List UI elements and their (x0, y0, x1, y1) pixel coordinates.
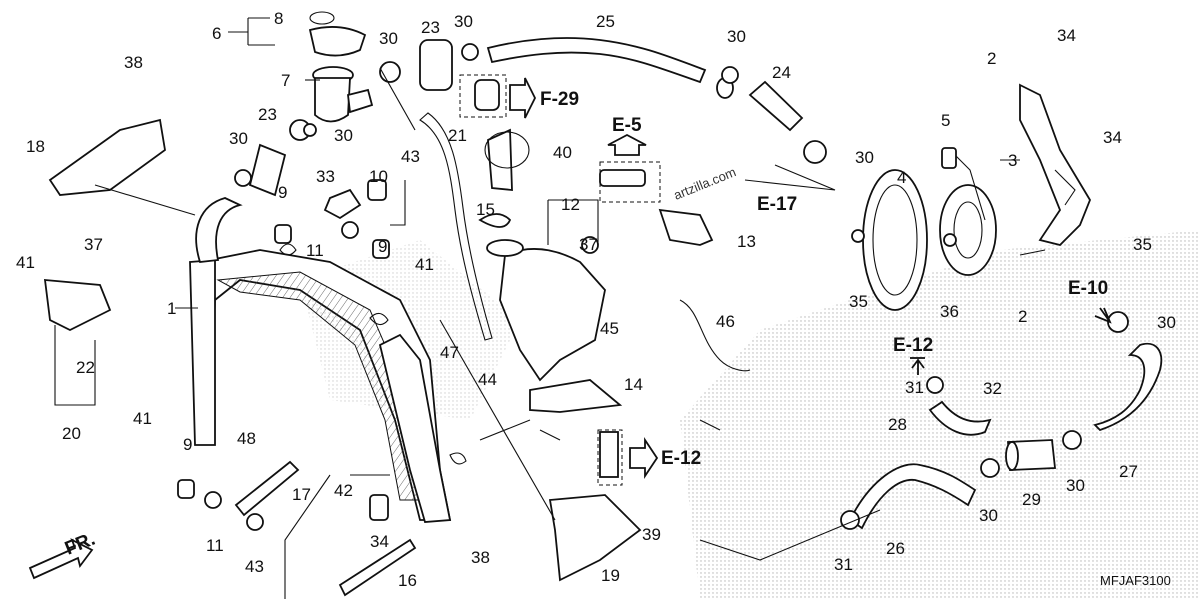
ref-label-e5: E-5 (612, 115, 642, 136)
part-label-43a: 43 (401, 147, 420, 166)
hardware-parts (43, 43, 1129, 597)
part-label-38a: 38 (124, 53, 143, 72)
part-label-2a: 2 (987, 49, 996, 68)
front-label: FR. (62, 529, 98, 560)
hoses-upper (248, 37, 804, 341)
part-label-41a: 41 (415, 255, 434, 274)
fan-assembly (862, 147, 997, 311)
watermark: artzilla.com (672, 164, 739, 203)
part-label-24: 24 (772, 63, 791, 82)
part-label-7: 7 (281, 71, 290, 90)
part-label-29: 29 (1022, 490, 1041, 509)
part-number-labels: 1 2 2 3 4 5 6 7 8 9 9 9 10 11 11 12 13 1… (16, 9, 1176, 590)
ref-label-f29: F-29 (540, 89, 579, 110)
part-label-15: 15 (476, 200, 495, 219)
part-label-30g: 30 (1157, 313, 1176, 332)
part-label-35b: 36 (940, 302, 959, 321)
part-label-22: 22 (76, 358, 95, 377)
part-label-44: 45 (600, 319, 619, 338)
part-label-9c: 9 (183, 435, 192, 454)
part-label-8: 8 (274, 9, 283, 28)
radiator (189, 197, 467, 523)
ref-label-e17: E-17 (757, 194, 797, 215)
part-label-35a: 35 (849, 292, 868, 311)
part-label-30j: 31 (834, 555, 853, 574)
part-label-26: 26 (886, 539, 905, 558)
part-label-37b: 38 (471, 548, 490, 567)
part-label-6: 6 (212, 24, 221, 43)
part-label-30c: 30 (727, 27, 746, 46)
part-label-32: 33 (316, 167, 335, 186)
leader-lines (54, 17, 1046, 599)
part-label-30d: 30 (334, 126, 353, 145)
part-label-34b: 34 (1103, 128, 1122, 147)
part-label-30f: 30 (855, 148, 874, 167)
part-label-19: 19 (601, 566, 620, 585)
part-label-11b: 11 (206, 536, 224, 555)
filler-neck (308, 11, 374, 123)
part-label-18: 18 (26, 137, 45, 156)
part-label-42: 43 (245, 557, 264, 576)
part-label-21: 21 (448, 126, 467, 145)
part-label-9a: 9 (278, 183, 287, 202)
part-label-43b: 44 (478, 370, 497, 389)
part-label-30h: 30 (1066, 476, 1085, 495)
fan-bracket (1019, 83, 1092, 246)
diagram-code: MFJAF3100 (1100, 573, 1171, 588)
part-label-45: 46 (716, 312, 735, 331)
part-label-1: 1 (167, 299, 176, 318)
part-label-34c: 35 (1133, 235, 1152, 254)
part-label-25: 25 (596, 12, 615, 31)
part-label-23b: 23 (258, 105, 277, 124)
part-label-47: 48 (237, 429, 256, 448)
part-label-39: 40 (553, 143, 572, 162)
part-label-4: 4 (897, 168, 906, 187)
reference-arrows (28, 77, 1112, 580)
part-label-37a: 37 (84, 235, 103, 254)
part-label-36: 37 (579, 235, 598, 254)
part-label-46: 47 (440, 343, 459, 362)
part-label-10: 10 (369, 167, 388, 186)
part-label-34a: 34 (1057, 26, 1076, 45)
hoses-lower (848, 342, 1163, 530)
ref-label-e12-right: E-12 (893, 335, 933, 356)
part-label-41c: 42 (334, 481, 353, 500)
part-label-40: 41 (16, 253, 35, 272)
part-label-16: 16 (398, 571, 417, 590)
part-label-30b: 30 (454, 12, 473, 31)
reservoir-tank (478, 213, 623, 413)
part-label-9b: 9 (378, 237, 387, 256)
part-label-20: 20 (62, 424, 81, 443)
part-label-30a: 30 (379, 29, 398, 48)
part-label-12: 12 (561, 195, 580, 214)
part-label-33: 34 (370, 532, 389, 551)
part-label-23a: 23 (421, 18, 440, 37)
part-label-13: 13 (737, 232, 756, 251)
part-label-14: 14 (624, 375, 643, 394)
ref-label-e10: E-10 (1068, 278, 1108, 299)
part-label-31b: 32 (983, 379, 1002, 398)
part-label-31a: 31 (905, 378, 924, 397)
part-label-30i: 30 (979, 506, 998, 525)
part-label-38b: 39 (642, 525, 661, 544)
part-label-2b: 2 (1018, 307, 1027, 326)
part-label-27: 27 (1119, 462, 1138, 481)
part-label-28: 28 (888, 415, 907, 434)
part-label-30e: 30 (229, 129, 248, 148)
part-label-3: 3 (1008, 151, 1017, 170)
part-label-5: 5 (941, 111, 950, 130)
part-label-41b: 41 (133, 409, 152, 428)
ref-label-e12-left: E-12 (661, 448, 701, 469)
part-label-17: 17 (292, 485, 311, 504)
part-label-11a: 11 (306, 241, 324, 260)
